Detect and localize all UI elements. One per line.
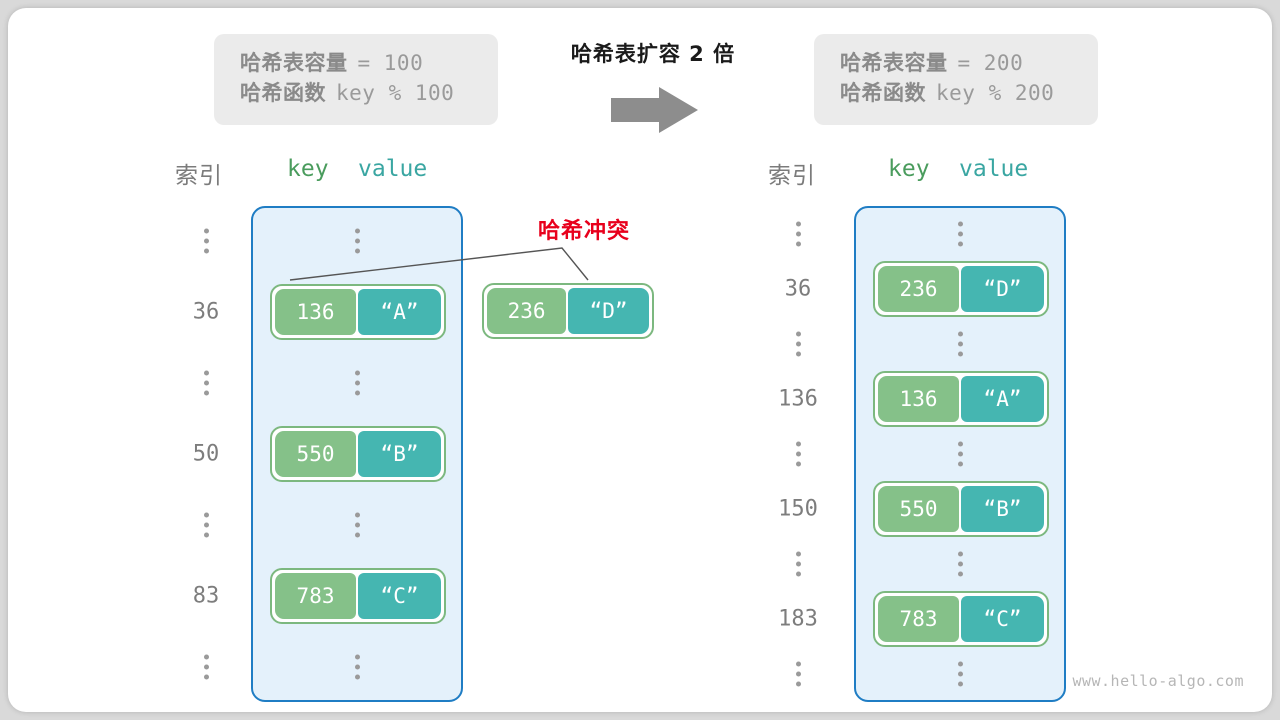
header-value-right: value (959, 156, 1029, 182)
capacity-line-before: 哈希表容量 = 100 (240, 48, 472, 78)
index-label: 136 (778, 386, 818, 412)
ellipsis-marker (763, 221, 833, 247)
ellipsis-marker (322, 512, 392, 538)
right-arrow-icon (611, 87, 698, 133)
ellipsis-marker (763, 661, 833, 687)
table-row[interactable]: 136“A” (873, 370, 1049, 427)
entry-key: 783 (878, 596, 960, 643)
collision-label: 哈希冲突 (537, 219, 630, 244)
index-label: 183 (778, 606, 818, 632)
entry-key: 136 (275, 289, 357, 336)
hash-label-after: 哈希函数 (840, 81, 926, 106)
colliding-entry-pair[interactable]: 236 “D” (482, 283, 654, 339)
ellipsis-marker (763, 331, 833, 357)
info-box-before: 哈希表容量 = 100 哈希函数 key % 100 (214, 34, 498, 125)
capacity-label-before: 哈希表容量 (240, 51, 348, 75)
index-label: 36 (192, 299, 220, 325)
ellipsis-marker (171, 654, 241, 680)
colliding-entry-key: 236 (487, 288, 567, 334)
ellipsis-marker (171, 512, 241, 538)
ellipsis-marker (322, 228, 392, 254)
entry-key: 783 (275, 572, 357, 619)
entry-key: 236 (878, 265, 960, 312)
entry-value: “C” (358, 572, 441, 619)
index-label: 83 (192, 583, 220, 609)
ellipsis-marker (171, 228, 241, 254)
table-row[interactable]: 783“C” (270, 567, 446, 624)
ellipsis-marker (322, 370, 392, 396)
entry-value: “B” (961, 486, 1044, 533)
entry-value: “A” (961, 375, 1044, 422)
header-index-left: 索引 (175, 163, 223, 189)
header-key-right: key (888, 156, 930, 182)
collision-leader-lines (289, 247, 589, 281)
hash-value-before: key % 100 (336, 81, 455, 106)
info-box-after: 哈希表容量 = 200 哈希函数 key % 200 (814, 34, 1098, 125)
watermark: www.hello-algo.com (1072, 672, 1244, 690)
capacity-label-after: 哈希表容量 (840, 51, 948, 75)
header-index-right: 索引 (768, 163, 816, 189)
hash-value-after: key % 200 (936, 81, 1055, 106)
entry-value: “D” (961, 265, 1044, 312)
table-row[interactable]: 550“B” (270, 426, 446, 482)
ellipsis-marker (925, 331, 995, 357)
ellipsis-marker (171, 370, 241, 396)
ellipsis-marker (925, 221, 995, 247)
capacity-line-after: 哈希表容量 = 200 (840, 48, 1072, 78)
ellipsis-marker (322, 654, 392, 680)
ellipsis-marker (925, 551, 995, 577)
entry-key: 550 (878, 486, 960, 533)
hash-label-before: 哈希函数 (240, 81, 326, 106)
index-label: 36 (784, 276, 812, 302)
hash-line-before: 哈希函数 key % 100 (240, 78, 472, 108)
ellipsis-marker (925, 661, 995, 687)
ellipsis-marker (763, 441, 833, 467)
figure-card: 哈希表容量 = 100 哈希函数 key % 100 哈希表扩容 2 倍 哈希表… (8, 8, 1272, 712)
index-label: 150 (778, 496, 818, 522)
table-row[interactable]: 136“A” (270, 284, 446, 341)
ellipsis-marker (763, 551, 833, 577)
entry-key: 136 (878, 375, 960, 422)
entry-value: “C” (961, 596, 1044, 643)
header-value-left: value (358, 156, 428, 182)
colliding-entry-value: “D” (568, 288, 649, 334)
capacity-value-after: = 200 (957, 51, 1024, 75)
hash-line-after: 哈希函数 key % 200 (840, 78, 1072, 108)
entry-value: “B” (358, 431, 441, 477)
index-label: 50 (192, 441, 220, 467)
header-key-left: key (287, 156, 329, 182)
entry-value: “A” (358, 289, 441, 336)
table-row[interactable]: 236“D” (873, 260, 1049, 317)
table-row[interactable]: 783“C” (873, 591, 1049, 648)
entry-key: 550 (275, 431, 357, 477)
table-row[interactable]: 550“B” (873, 481, 1049, 538)
transform-title: 哈希表扩容 2 倍 (570, 42, 736, 66)
capacity-value-before: = 100 (357, 51, 424, 75)
ellipsis-marker (925, 441, 995, 467)
